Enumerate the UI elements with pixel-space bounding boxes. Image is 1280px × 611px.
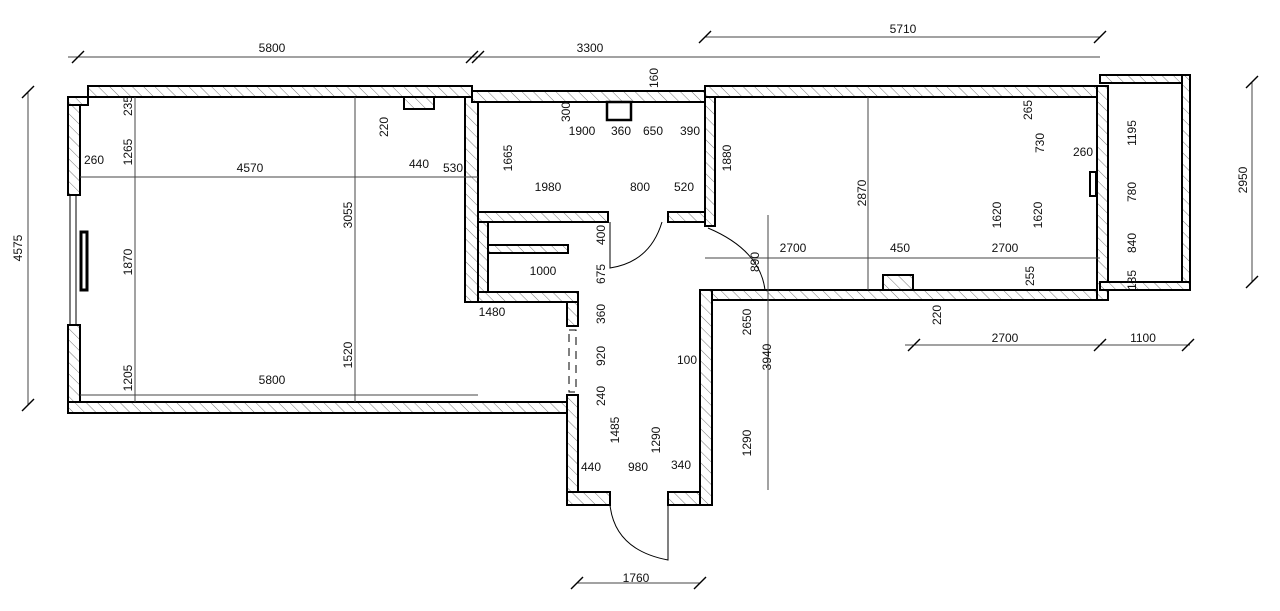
dim-label: 1870 bbox=[121, 248, 135, 275]
dim-label: 3300 bbox=[577, 41, 604, 55]
door-swing-entry bbox=[609, 504, 669, 561]
wall-corridor-left bbox=[566, 394, 579, 506]
dim-label: 300 bbox=[559, 102, 573, 122]
wall-bathroom-bottom bbox=[477, 211, 609, 223]
dim-label: 135 bbox=[1125, 270, 1139, 290]
wall-balcony-bottom bbox=[1099, 281, 1191, 291]
wall-right-room-bottom bbox=[711, 289, 1103, 301]
wall-left-lower bbox=[67, 324, 81, 414]
dim-label: 920 bbox=[594, 346, 608, 366]
opening-dashed bbox=[568, 329, 577, 393]
dim-label: 390 bbox=[680, 124, 700, 138]
dim-label: 5800 bbox=[259, 41, 286, 55]
dim-label: 1480 bbox=[479, 305, 506, 319]
wall-middle-top bbox=[471, 90, 713, 103]
dimension-lines bbox=[21, 30, 1259, 590]
walls bbox=[67, 74, 1191, 561]
dim-label: 260 bbox=[1073, 145, 1093, 159]
wall-pillar bbox=[882, 274, 914, 291]
wall-partition-left bbox=[464, 96, 479, 303]
wall-balcony-right bbox=[1181, 74, 1191, 291]
dim-label: 360 bbox=[611, 124, 631, 138]
dim-label: 265 bbox=[1021, 100, 1035, 120]
dim-label: 1620 bbox=[990, 201, 1004, 228]
dim-label: 2650 bbox=[740, 308, 754, 335]
dim-label: 1265 bbox=[121, 138, 135, 165]
dim-label: 1980 bbox=[535, 180, 562, 194]
dim-label: 5800 bbox=[259, 373, 286, 387]
dim-label: 1620 bbox=[1031, 201, 1045, 228]
radiator-right bbox=[1089, 171, 1097, 197]
wall-closet-bottom bbox=[477, 291, 579, 303]
dim-label: 1900 bbox=[569, 124, 596, 138]
dim-label: 1880 bbox=[720, 144, 734, 171]
dim-label: 3055 bbox=[341, 201, 355, 228]
dim-label: 980 bbox=[628, 460, 648, 474]
dim-label: 530 bbox=[443, 161, 463, 175]
dim-label: 450 bbox=[890, 241, 910, 255]
door-swing-kitchen bbox=[707, 227, 766, 291]
dim-label: 340 bbox=[671, 458, 691, 472]
dim-label: 400 bbox=[594, 225, 608, 245]
wall-entry-right bbox=[699, 289, 713, 506]
wall-closet-mid bbox=[487, 244, 569, 254]
dim-label: 4575 bbox=[11, 234, 25, 261]
dim-label: 5710 bbox=[890, 22, 917, 36]
dim-label: 100 bbox=[677, 353, 697, 367]
wall-niche bbox=[403, 96, 435, 110]
dim-label: 730 bbox=[1033, 133, 1047, 153]
door-swing-bathroom bbox=[609, 221, 663, 269]
wall-balcony-top bbox=[1099, 74, 1191, 84]
dim-label: 890 bbox=[748, 252, 762, 272]
wall-right-room-top bbox=[704, 85, 1101, 98]
wall-corridor-left-top bbox=[566, 301, 579, 327]
dim-label: 2870 bbox=[855, 179, 869, 206]
wall-left-room-top bbox=[87, 85, 473, 98]
dim-label: 440 bbox=[581, 460, 601, 474]
wall-kitchen-bottom bbox=[667, 211, 709, 223]
wall-left-room-bottom bbox=[67, 401, 579, 414]
dim-label: 780 bbox=[1125, 182, 1139, 202]
dim-label: 1290 bbox=[740, 429, 754, 456]
dim-label: 2700 bbox=[992, 241, 1019, 255]
wall-left-top-corner bbox=[67, 96, 89, 106]
dim-label: 160 bbox=[647, 68, 661, 88]
dim-label: 220 bbox=[377, 117, 391, 137]
window-left bbox=[69, 194, 77, 326]
wall-closet-left bbox=[477, 221, 489, 303]
radiator-left bbox=[79, 230, 89, 292]
dim-label: 800 bbox=[630, 180, 650, 194]
vent-shaft bbox=[605, 100, 633, 122]
dim-label: 1290 bbox=[649, 426, 663, 453]
dim-label: 1195 bbox=[1125, 120, 1139, 146]
dim-label: 520 bbox=[674, 180, 694, 194]
dim-label: 3940 bbox=[760, 343, 774, 370]
dim-label: 1485 bbox=[608, 416, 622, 443]
dim-label: 675 bbox=[594, 264, 608, 284]
dim-label: 840 bbox=[1125, 233, 1139, 253]
dimension-labels: 5800 3300 5710 160 1900 360 650 390 260 … bbox=[11, 22, 1250, 585]
dim-label: 2700 bbox=[780, 241, 807, 255]
dim-label: 1100 bbox=[1130, 331, 1156, 345]
dim-label: 1000 bbox=[530, 264, 557, 278]
dim-label: 4570 bbox=[237, 161, 264, 175]
dim-label: 235 bbox=[121, 96, 135, 116]
dim-label: 440 bbox=[409, 157, 429, 171]
dim-label: 220 bbox=[930, 305, 944, 325]
dim-label: 1665 bbox=[501, 144, 515, 171]
wall-partition-right bbox=[704, 90, 716, 227]
dim-label: 240 bbox=[594, 386, 608, 406]
wall-left-upper bbox=[67, 104, 81, 196]
dim-label: 1520 bbox=[341, 341, 355, 368]
dim-label: 255 bbox=[1023, 266, 1037, 286]
dim-label: 1760 bbox=[623, 571, 650, 585]
dim-label: 2950 bbox=[1236, 166, 1250, 193]
dim-label: 650 bbox=[643, 124, 663, 138]
wall-entry-bottom-left bbox=[566, 491, 611, 506]
wall-right-room-right bbox=[1096, 85, 1109, 301]
dim-label: 2700 bbox=[992, 331, 1019, 345]
dim-label: 260 bbox=[84, 153, 104, 167]
dim-label: 1205 bbox=[121, 364, 135, 391]
dim-label: 360 bbox=[594, 304, 608, 324]
